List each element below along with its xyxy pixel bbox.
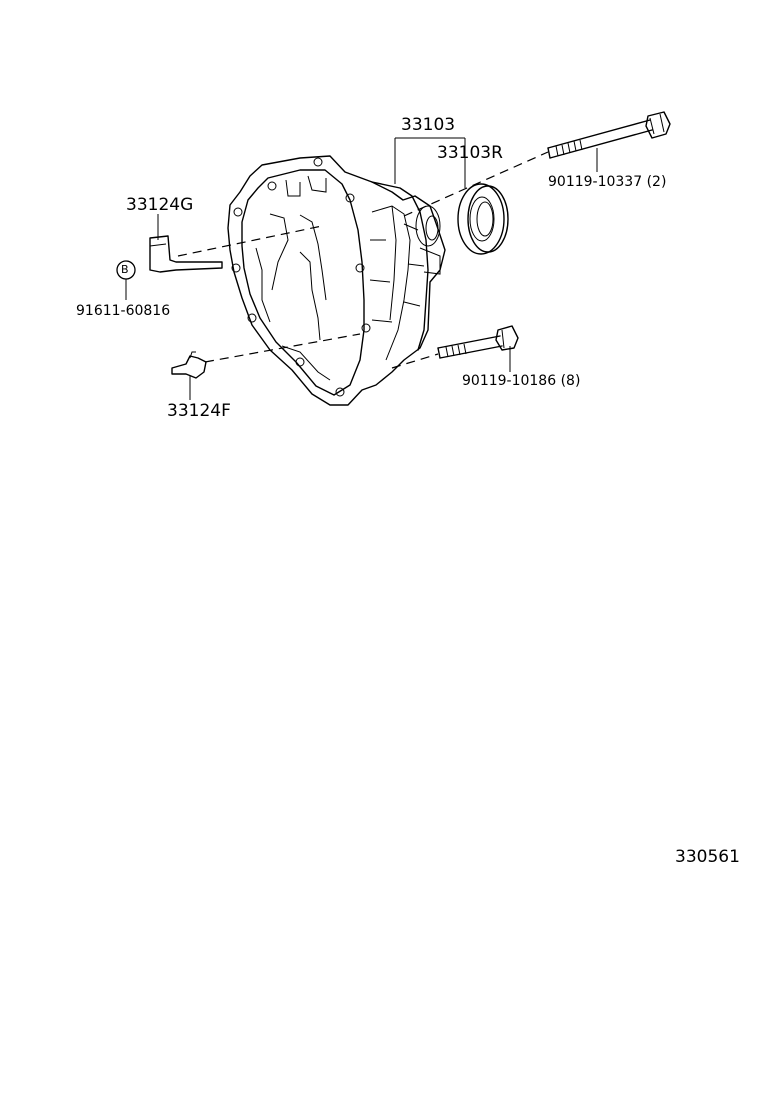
label-bolt-b: 91611-60816 <box>76 303 171 319</box>
leader-case <box>394 137 466 188</box>
circled-letter: B <box>121 263 129 276</box>
dash-line-short-bolt <box>391 353 439 369</box>
label-oil-seal: 33103R <box>437 143 503 163</box>
short-bolt <box>437 325 519 359</box>
dash-line-long-bolt <box>403 151 549 217</box>
label-bracket: 33124G <box>126 195 194 215</box>
label-clip: 33124F <box>167 401 231 421</box>
label-short-bolt: 90119-10186 (8) <box>462 373 581 389</box>
transmission-case <box>227 155 446 406</box>
label-long-bolt: 90119-10337 (2) <box>548 174 667 190</box>
dash-line-bracket <box>177 225 323 257</box>
bracket <box>149 235 223 273</box>
oil-seal <box>457 183 509 255</box>
long-bolt <box>547 111 671 159</box>
dash-line-clip <box>204 333 361 363</box>
figure-number: 330561 <box>675 847 740 867</box>
clip <box>171 351 207 379</box>
label-case: 33103 <box>401 115 456 135</box>
